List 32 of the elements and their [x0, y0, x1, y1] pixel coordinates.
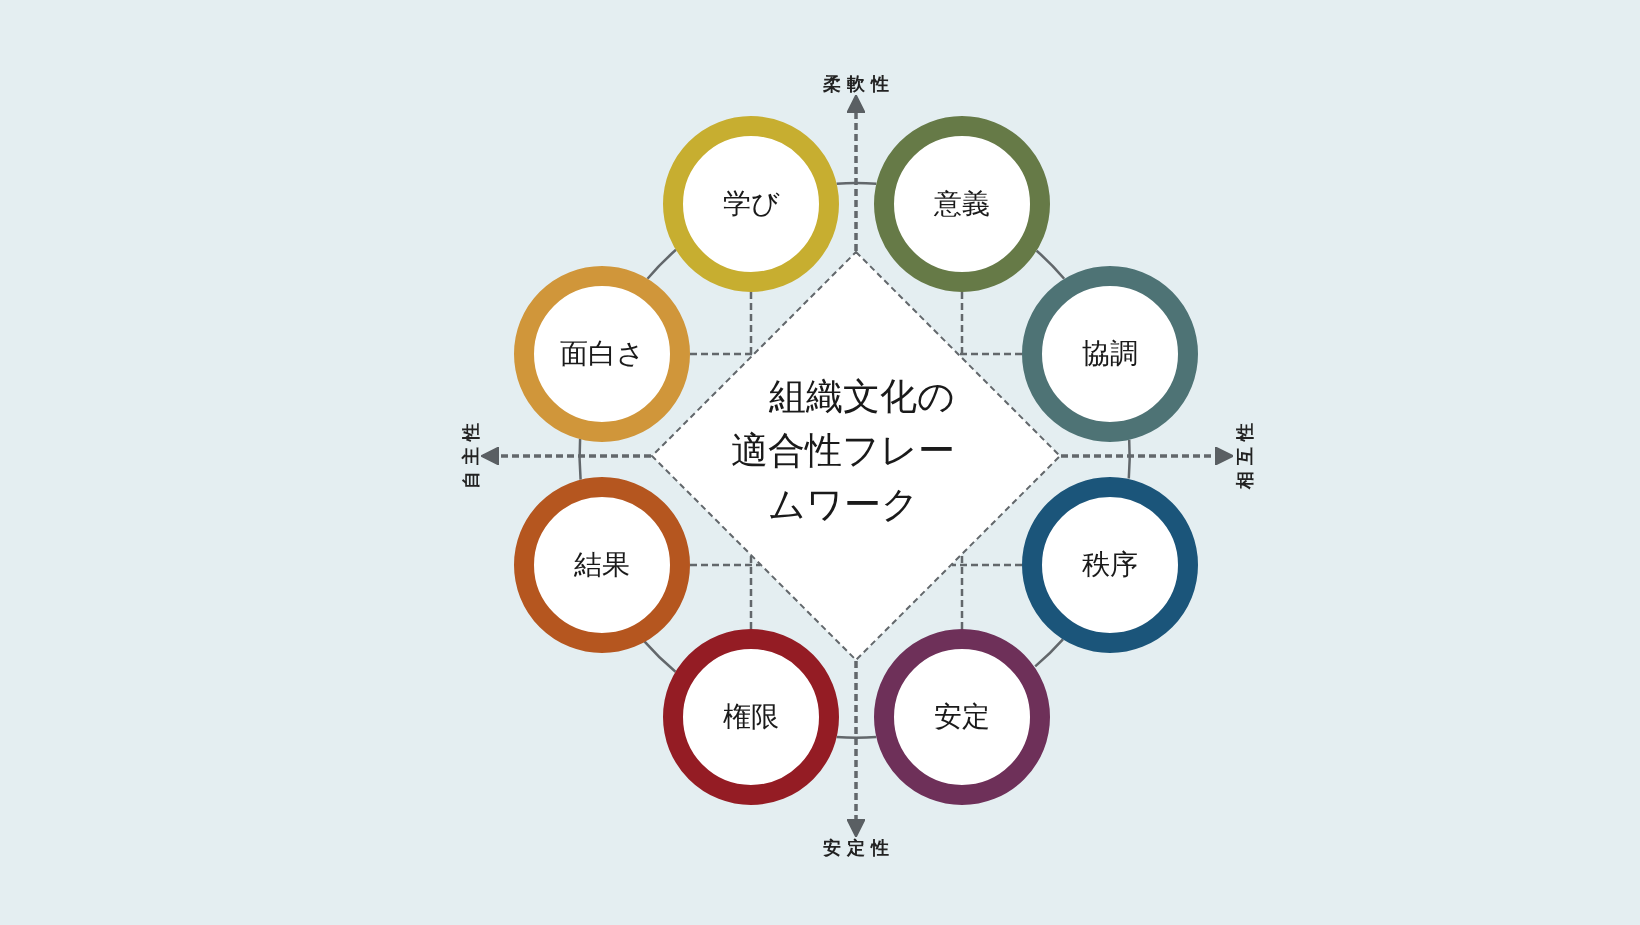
axis-label: 安定性	[816, 837, 896, 859]
connector-line	[960, 555, 964, 629]
connector-line	[1035, 249, 1066, 280]
connector-line	[578, 438, 582, 480]
axis-label: 相互性	[1233, 416, 1256, 496]
circle-label: 結果	[574, 547, 630, 583]
connector-line	[1034, 638, 1064, 668]
axis-label: 柔軟性	[816, 73, 896, 95]
axis-label: 自主性	[459, 416, 482, 496]
circle-label: 協調	[1082, 336, 1138, 372]
circle-label: 意義	[934, 186, 990, 222]
connector-line	[690, 352, 753, 356]
circle-label: 学び	[722, 186, 780, 222]
connector-line	[952, 563, 1022, 567]
connector-line	[1127, 439, 1131, 479]
connector-line	[846, 94, 866, 251]
circle-label: 権限	[723, 699, 779, 735]
connector-line	[749, 556, 753, 629]
connector-line	[836, 735, 877, 739]
connector-line	[836, 181, 877, 186]
connector-line	[643, 640, 677, 673]
connector-line	[846, 661, 866, 838]
circle-label: 面白さ	[559, 336, 645, 372]
connector-line	[690, 563, 760, 567]
connector-line	[646, 248, 677, 280]
diamond-title: 組織文化の適合性フレームワーク	[730, 374, 956, 528]
connector-line	[1061, 446, 1234, 466]
circle-label: 安定	[934, 699, 990, 735]
circle-label: 秩序	[1082, 547, 1138, 583]
connector-line	[480, 446, 651, 466]
connector-line	[749, 292, 753, 356]
connector-line	[959, 352, 1022, 356]
